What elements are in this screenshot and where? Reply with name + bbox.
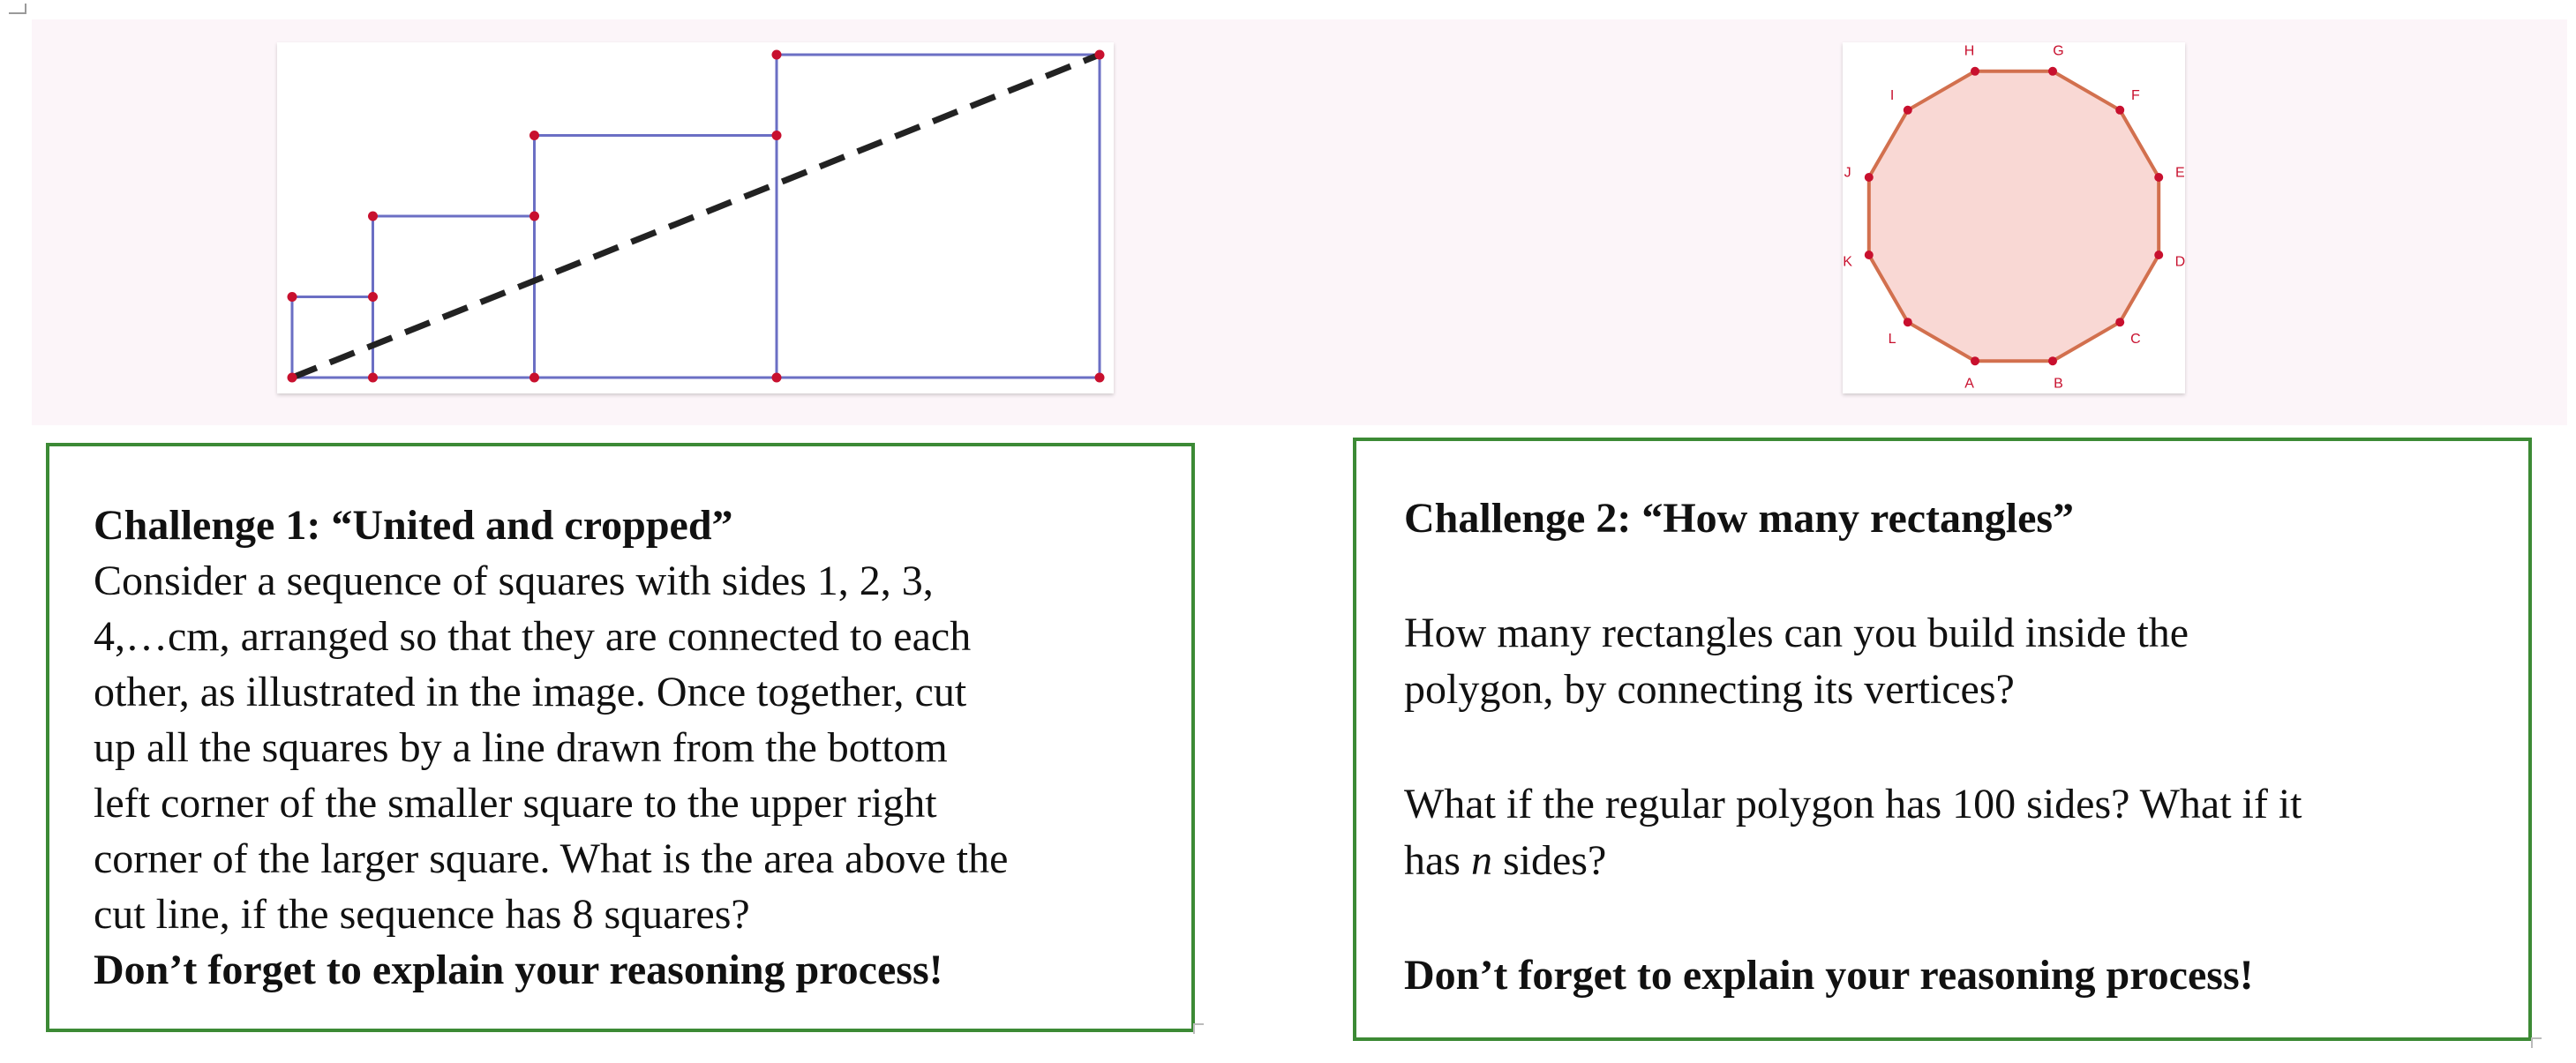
vertex-point: [1903, 105, 1912, 115]
dodecagon-figure: A B C D E F G H I J K L: [1843, 42, 2185, 393]
vertex-point: [2115, 318, 2125, 327]
vertex-label: F: [2131, 88, 2140, 103]
text-fragment: has: [1404, 837, 1471, 884]
vertex-label: I: [1890, 88, 1894, 103]
vertex-point: [1971, 356, 1980, 366]
vertex-point: [771, 49, 782, 60]
variable-n: n: [1470, 837, 1492, 884]
vertex-point: [771, 131, 782, 140]
vertex-point: [287, 372, 297, 383]
vertex-label: H: [1964, 44, 1975, 59]
vertex-point: [771, 372, 782, 383]
vertex-label: E: [2175, 166, 2185, 181]
challenge-1-text-line: left corner of the smaller square to the…: [94, 780, 937, 827]
vertex-point: [287, 292, 297, 302]
vertex-point: [1903, 318, 1912, 327]
vertex-label: B: [2054, 376, 2063, 391]
vertex-point: [529, 372, 539, 383]
challenge-1-text-line: 4,…cm, arranged so that they are connect…: [94, 613, 972, 660]
challenge-1-text-line: corner of the larger square. What is the…: [94, 835, 1009, 882]
vertex-point: [2047, 356, 2057, 366]
vertex-point: [2115, 105, 2125, 115]
challenge-1-text-line: other, as illustrated in the image. Once…: [94, 669, 967, 715]
dodecagon-diagram: A B C D E F G H I J K L: [1843, 44, 2185, 392]
vertex-point: [1864, 173, 1874, 183]
challenge-2-text-line: polygon, by connecting its vertices?: [1404, 666, 2015, 713]
challenge-1-closing: Don’t forget to explain your reasoning p…: [94, 947, 943, 993]
vertex-label: A: [1964, 376, 1974, 391]
challenge-1-box: Challenge 1: “United and cropped” Consid…: [46, 443, 1195, 1032]
vertex-label: J: [1844, 166, 1851, 181]
challenge-1-title: Challenge 1: “United and cropped”: [94, 502, 733, 549]
vertex-point: [368, 211, 378, 221]
vertex-point: [368, 292, 378, 302]
vertex-label: L: [1889, 332, 1896, 347]
vertex-point: [2154, 173, 2164, 183]
crop-mark: [1193, 1023, 1204, 1034]
vertex-label: K: [1843, 254, 1852, 269]
challenge-2-text-line: What if the regular polygon has 100 side…: [1404, 781, 2302, 827]
vertex-point: [529, 131, 539, 140]
square-outline: [533, 134, 778, 379]
squares-figure: [277, 42, 1114, 393]
challenge-2-title: Challenge 2: “How many rectangles”: [1404, 495, 2075, 542]
vertex-point: [529, 211, 539, 221]
vertex-point: [1094, 49, 1105, 60]
square-outline: [775, 53, 1101, 379]
challenge-2-closing: Don’t forget to explain your reasoning p…: [1404, 952, 2254, 999]
text-fragment: sides?: [1491, 837, 1607, 884]
dodecagon-shape: [1866, 69, 2161, 363]
challenge-2-text-line: How many rectangles can you build inside…: [1404, 610, 2189, 656]
square-outline: [372, 214, 536, 379]
vertex-point: [1971, 66, 1980, 76]
vertex-point: [368, 372, 378, 383]
vertex-point: [2047, 66, 2057, 76]
vertex-point: [2154, 250, 2164, 259]
challenge-1-text-line: cut line, if the sequence has 8 squares?: [94, 891, 750, 938]
vertex-point: [1094, 372, 1105, 383]
challenge-2-text-line: has n sides?: [1404, 833, 2482, 889]
challenge-1-text-line: Consider a sequence of squares with side…: [94, 558, 934, 604]
vertex-label: D: [2175, 254, 2185, 269]
vertex-point: [1864, 250, 1874, 259]
challenge-2-box: Challenge 2: “How many rectangles” How m…: [1353, 438, 2532, 1041]
vertex-label: G: [2053, 44, 2063, 59]
crop-mark: [9, 4, 26, 14]
crop-mark: [2531, 1037, 2542, 1048]
vertex-label: C: [2130, 332, 2141, 347]
figure-strip: A B C D E F G H I J K L: [32, 19, 2567, 425]
challenge-1-text-line: up all the squares by a line drawn from …: [94, 724, 948, 771]
square-outline: [290, 296, 374, 379]
cut-line: [290, 51, 1101, 381]
squares-diagram: [287, 49, 1105, 383]
